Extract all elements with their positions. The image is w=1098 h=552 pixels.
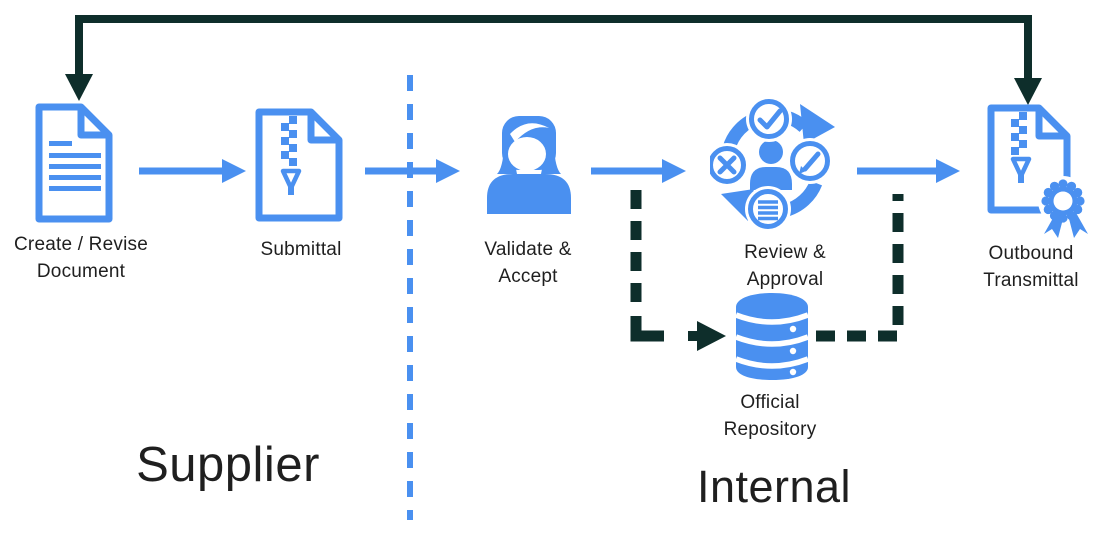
- arrow-review-to-outbound: [857, 159, 960, 183]
- document-icon: [35, 103, 113, 223]
- approval-cycle-icon: [710, 96, 835, 232]
- reject-badge-icon: [710, 143, 749, 187]
- arrowhead-icon: [222, 159, 246, 183]
- node-label-review-approval: Review & Approval: [744, 242, 826, 290]
- arrow-validate-to-review: [591, 159, 686, 183]
- disk-separator: [735, 356, 809, 369]
- zone-label-internal: Internal: [696, 461, 852, 512]
- arrowhead-down-left-icon: [65, 74, 93, 101]
- hair-parting: [510, 123, 549, 142]
- hair-left: [497, 146, 517, 174]
- zipper: [280, 116, 302, 195]
- disk-dot: [789, 368, 797, 376]
- text-line: [49, 186, 101, 191]
- database-icon: [735, 293, 809, 380]
- document-fold: [307, 112, 339, 144]
- person-icon: [487, 116, 571, 214]
- disk-dot: [789, 325, 797, 333]
- arrowhead-icon: [436, 159, 460, 183]
- node-label-outbound-transmittal: Outbound Transmittal: [983, 243, 1079, 291]
- dashed-branch-to-repository: [630, 190, 726, 351]
- disk-separator: [735, 312, 809, 325]
- text-line: [49, 164, 101, 169]
- edit-badge-icon: [787, 138, 833, 184]
- node-label-submittal: Submittal: [260, 239, 342, 260]
- elbow-corner: [630, 316, 664, 342]
- zipper: [1010, 112, 1032, 183]
- document-outline: [35, 103, 113, 223]
- list-badge-icon: [745, 186, 791, 232]
- hair-right: [541, 146, 561, 174]
- disk-separator: [735, 334, 809, 347]
- node-label-official-repository: Official Repository: [723, 392, 817, 440]
- zone-label-supplier: Supplier: [136, 438, 320, 492]
- node-label-validate-accept: Validate & Accept: [484, 239, 572, 287]
- certified-zip-document-icon: [987, 104, 1088, 238]
- disk-dot: [789, 347, 797, 355]
- node-label-create-revise: Create / Revise Document: [14, 234, 148, 282]
- document-fold: [1035, 108, 1067, 140]
- arrow-create-to-submittal: [139, 159, 246, 183]
- text-line: [49, 175, 101, 180]
- person-center: [750, 140, 792, 190]
- arrowhead-down-right-icon: [1014, 78, 1042, 105]
- text-line: [49, 153, 101, 158]
- feedback-return-arrow: [65, 15, 1042, 105]
- arrowhead-icon: [936, 159, 960, 183]
- document-fold: [77, 107, 109, 139]
- shoulders: [487, 174, 571, 214]
- zipper-pull: [280, 168, 302, 191]
- arrowhead-icon: [697, 321, 726, 351]
- document-outline: [255, 108, 343, 222]
- check-badge-icon: [746, 96, 792, 142]
- face: [508, 137, 546, 171]
- feedback-line: [75, 15, 1032, 80]
- award-rosette-icon: [1038, 176, 1088, 238]
- zipper-pull: [1010, 156, 1032, 179]
- arrowhead-icon: [662, 159, 686, 183]
- database-body: [736, 293, 808, 380]
- cycle-arrowhead-icon: [800, 104, 835, 144]
- arrow-submittal-to-validate: [365, 159, 460, 183]
- arrow-stem: [688, 331, 699, 341]
- zip-document-icon: [255, 108, 343, 222]
- text-line: [49, 141, 72, 146]
